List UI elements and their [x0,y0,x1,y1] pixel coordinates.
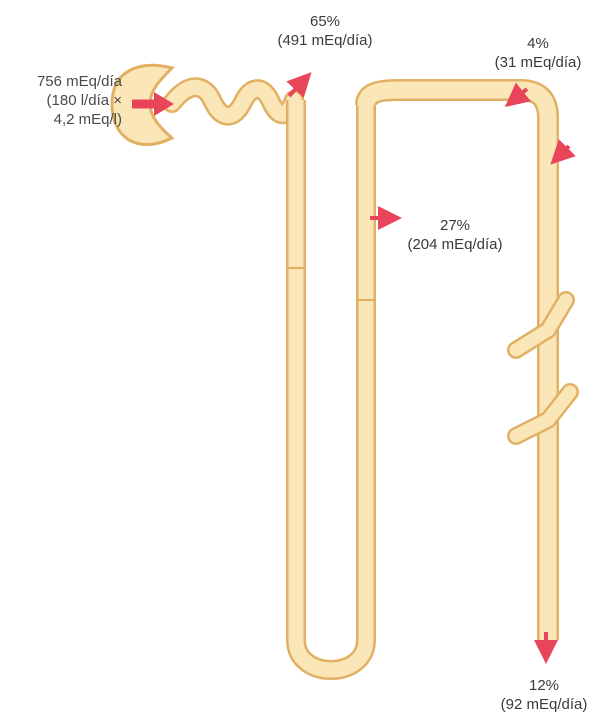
proximal-amount: (491 mEq/día) [250,31,400,50]
distal-tubule-collecting-duct [366,90,570,640]
filtered-load-concentration: 4,2 mEq/l) [2,110,122,129]
filtered-load-value: 756 mEq/día [2,72,122,91]
filtered-load-volume: (180 l/día × [2,91,122,110]
loop-amount: (204 mEq/día) [384,235,526,254]
proximal-convoluted-tubule [172,87,294,115]
excreted-amount: (92 mEq/día) [480,695,608,714]
loop-percent: 27% [384,216,526,235]
distal-amount: (31 mEq/día) [470,53,606,72]
loop-label: 27% (204 mEq/día) [384,216,526,254]
distal-percent: 4% [470,34,606,53]
distal-label: 4% (31 mEq/día) [470,34,606,72]
excreted-label: 12% (92 mEq/día) [480,676,608,714]
filtered-load-label: 756 mEq/día (180 l/día × 4,2 mEq/l) [2,72,122,129]
proximal-percent: 65% [250,12,400,31]
loop-of-henle [288,100,374,670]
excreted-percent: 12% [480,676,608,695]
proximal-label: 65% (491 mEq/día) [250,12,400,50]
